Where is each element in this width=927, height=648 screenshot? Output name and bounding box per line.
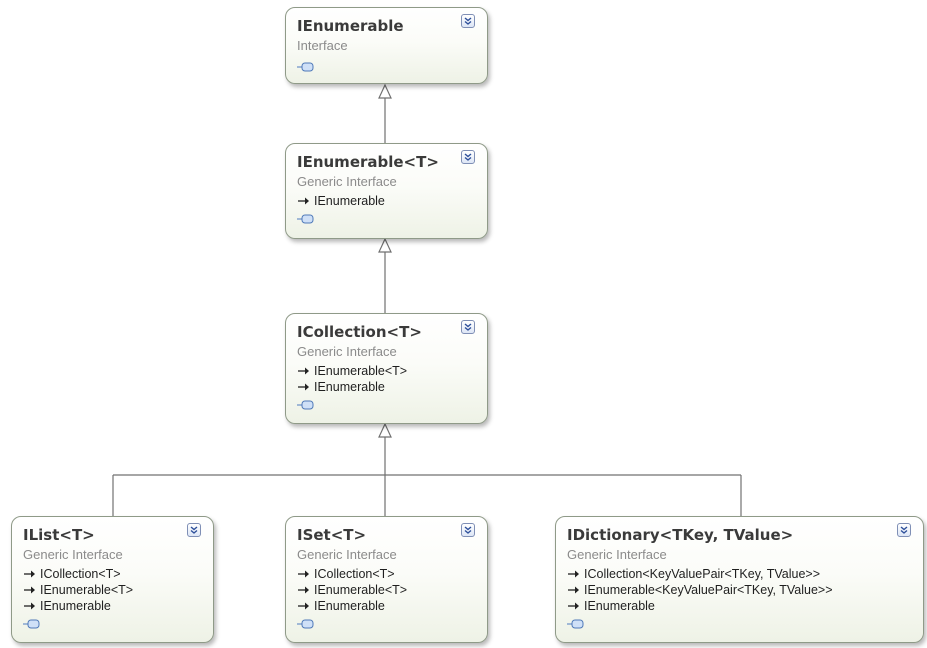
- implements-label: IEnumerable<T>: [40, 583, 134, 597]
- implements-item: IEnumerable: [23, 598, 203, 614]
- implements-arrow-icon: [567, 600, 581, 612]
- implements-item: IEnumerable: [297, 598, 477, 614]
- implements-list: IEnumerable: [297, 193, 477, 209]
- implements-label: IEnumerable: [314, 599, 385, 613]
- implements-arrow-icon: [297, 365, 311, 377]
- implements-label: IEnumerable<KeyValuePair<TKey, TValue>>: [584, 583, 833, 597]
- implements-item: ICollection<KeyValuePair<TKey, TValue>>: [567, 566, 913, 582]
- implements-list: ICollection<KeyValuePair<TKey, TValue>> …: [567, 566, 913, 614]
- node-idictionary[interactable]: IDictionary<TKey, TValue> Generic Interf…: [555, 516, 924, 643]
- interface-shortcut-icon: [297, 616, 315, 629]
- implements-arrow-icon: [297, 568, 311, 580]
- inheritance-arrowhead-1: [378, 83, 392, 99]
- node-kind: Generic Interface: [567, 547, 667, 562]
- node-title: IDictionary<TKey, TValue>: [567, 526, 794, 544]
- node-ilist-t[interactable]: IList<T> Generic Interface ICollection<T…: [11, 516, 214, 643]
- inheritance-arrowhead-2: [378, 237, 392, 253]
- implements-list: ICollection<T> IEnumerable<T> IEnumerabl…: [297, 566, 477, 614]
- implements-arrow-icon: [297, 584, 311, 596]
- implements-item: IEnumerable: [297, 193, 477, 209]
- implements-label: IEnumerable<T>: [314, 364, 408, 378]
- implements-item: ICollection<T>: [23, 566, 203, 582]
- interface-shortcut-icon: [297, 59, 315, 72]
- node-kind: Generic Interface: [297, 344, 397, 359]
- collapse-toggle[interactable]: [461, 14, 475, 28]
- node-iset-t[interactable]: ISet<T> Generic Interface ICollection<T>…: [285, 516, 488, 643]
- implements-list: ICollection<T> IEnumerable<T> IEnumerabl…: [23, 566, 203, 614]
- implements-item: IEnumerable<T>: [297, 363, 477, 379]
- node-title: IEnumerable<T>: [297, 153, 439, 171]
- implements-arrow-icon: [23, 568, 37, 580]
- implements-item: ICollection<T>: [297, 566, 477, 582]
- node-ienumerable-t[interactable]: IEnumerable<T> Generic Interface IEnumer…: [285, 143, 488, 239]
- collapse-toggle[interactable]: [461, 320, 475, 334]
- implements-item: IEnumerable<T>: [23, 582, 203, 598]
- inheritance-arrowhead-3: [378, 422, 392, 438]
- implements-label: ICollection<T>: [314, 567, 395, 581]
- implements-label: ICollection<T>: [40, 567, 121, 581]
- node-kind: Generic Interface: [297, 174, 397, 189]
- implements-label: IEnumerable: [584, 599, 655, 613]
- node-title: IEnumerable: [297, 17, 404, 35]
- node-kind: Interface: [297, 38, 348, 53]
- node-kind: Generic Interface: [23, 547, 123, 562]
- implements-arrow-icon: [23, 600, 37, 612]
- implements-label: IEnumerable: [314, 380, 385, 394]
- node-ienumerable[interactable]: IEnumerable Interface: [285, 7, 488, 84]
- interface-shortcut-icon: [567, 616, 585, 629]
- collapse-toggle[interactable]: [187, 523, 201, 537]
- implements-item: IEnumerable: [297, 379, 477, 395]
- interface-shortcut-icon: [297, 397, 315, 410]
- collapse-toggle[interactable]: [897, 523, 911, 537]
- interface-shortcut-icon: [23, 616, 41, 629]
- node-title: ICollection<T>: [297, 323, 422, 341]
- collapse-toggle[interactable]: [461, 150, 475, 164]
- implements-item: IEnumerable<T>: [297, 582, 477, 598]
- implements-arrow-icon: [297, 381, 311, 393]
- implements-arrow-icon: [567, 568, 581, 580]
- node-kind: Generic Interface: [297, 547, 397, 562]
- implements-label: IEnumerable<T>: [314, 583, 408, 597]
- implements-label: IEnumerable: [40, 599, 111, 613]
- implements-item: IEnumerable<KeyValuePair<TKey, TValue>>: [567, 582, 913, 598]
- collapse-toggle[interactable]: [461, 523, 475, 537]
- node-icollection-t[interactable]: ICollection<T> Generic Interface IEnumer…: [285, 313, 488, 424]
- implements-label: IEnumerable: [314, 194, 385, 208]
- implements-list: IEnumerable<T> IEnumerable: [297, 363, 477, 395]
- node-title: IList<T>: [23, 526, 95, 544]
- implements-label: ICollection<KeyValuePair<TKey, TValue>>: [584, 567, 821, 581]
- implements-arrow-icon: [297, 600, 311, 612]
- implements-arrow-icon: [23, 584, 37, 596]
- implements-arrow-icon: [567, 584, 581, 596]
- interface-shortcut-icon: [297, 211, 315, 224]
- implements-arrow-icon: [297, 195, 311, 207]
- node-title: ISet<T>: [297, 526, 367, 544]
- implements-item: IEnumerable: [567, 598, 913, 614]
